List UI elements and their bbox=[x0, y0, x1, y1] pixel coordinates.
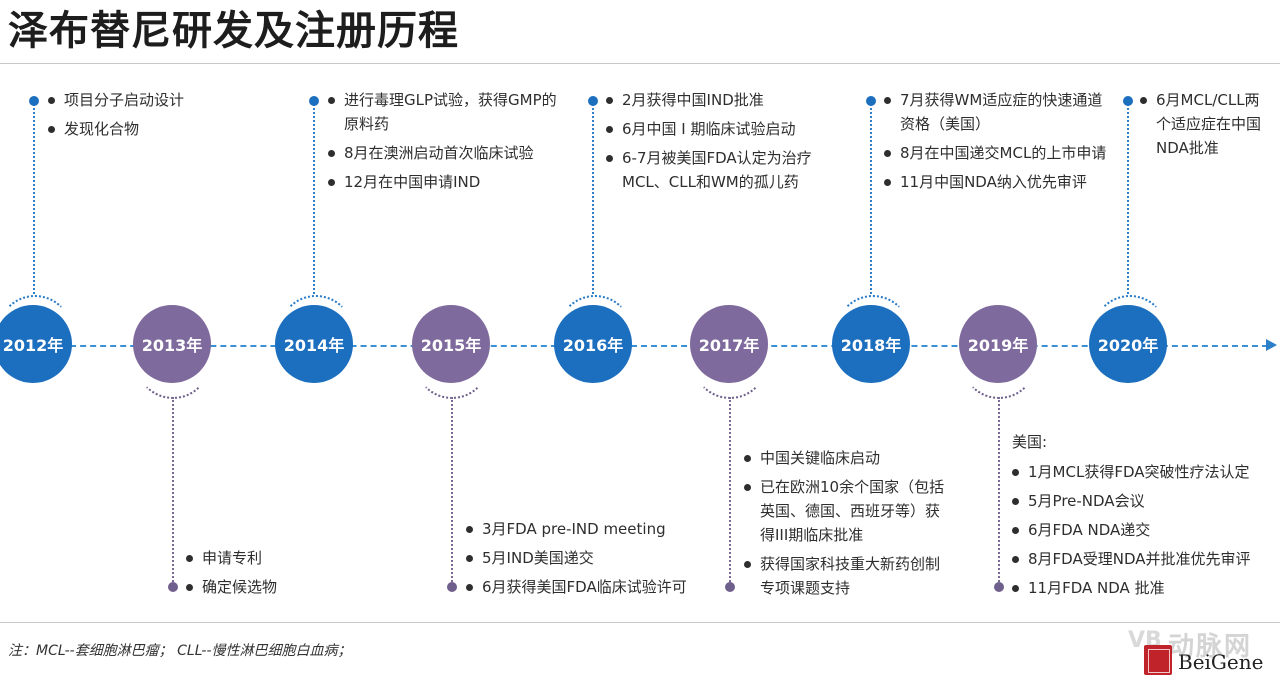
note-item: 8月在澳洲启动首次临床试验 bbox=[328, 141, 558, 165]
connector-line bbox=[1127, 104, 1129, 294]
footnote: 注：MCL--套细胞淋巴瘤； CLL--慢性淋巴细胞白血病； bbox=[8, 643, 352, 659]
year-node-2014: 2014年 bbox=[275, 305, 353, 383]
bottom-divider bbox=[0, 622, 1280, 623]
beigene-seal-icon bbox=[1144, 645, 1172, 675]
connector-line bbox=[313, 104, 315, 294]
note-item: 6月FDA NDA递交 bbox=[1012, 518, 1274, 542]
notes-2016: 2月获得中国IND批准 6月中国 I 期临床试验启动 6-7月被美国FDA认定为… bbox=[606, 88, 838, 199]
note-item: 5月Pre-NDA会议 bbox=[1012, 489, 1274, 513]
notes-2012: 项目分子启动设计 发现化合物 bbox=[48, 88, 218, 146]
connector-dot bbox=[725, 582, 735, 592]
notes-2017: 中国关键临床启动 已在欧洲10余个国家（包括英国、德国、西班牙等）获得III期临… bbox=[744, 446, 954, 605]
connector-dot bbox=[588, 96, 598, 106]
year-node-2018: 2018年 bbox=[832, 305, 910, 383]
year-node-2020: 2020年 bbox=[1089, 305, 1167, 383]
connector-dot bbox=[309, 96, 319, 106]
note-item: 项目分子启动设计 bbox=[48, 88, 218, 112]
year-node-2016: 2016年 bbox=[554, 305, 632, 383]
timeline-axis bbox=[0, 345, 1268, 347]
connector-dot bbox=[1123, 96, 1133, 106]
year-node-2013: 2013年 bbox=[133, 305, 211, 383]
node-arc bbox=[557, 295, 633, 371]
connector-line bbox=[998, 397, 1000, 585]
note-item: 进行毒理GLP试验，获得GMP的原料药 bbox=[328, 88, 558, 136]
node-arc bbox=[1092, 295, 1168, 371]
note-item: 获得国家科技重大新药创制专项课题支持 bbox=[744, 552, 954, 600]
note-item: 8月在中国递交MCL的上市申请 bbox=[884, 141, 1116, 165]
node-arc bbox=[0, 295, 73, 371]
note-item: 11月FDA NDA 批准 bbox=[1012, 576, 1274, 600]
note-item: 6月MCL/CLL两个适应症在中国NDA批准 bbox=[1140, 88, 1274, 160]
notes-2015: 3月FDA pre-IND meeting 5月IND美国递交 6月获得美国FD… bbox=[466, 517, 716, 604]
note-item: 确定候选物 bbox=[186, 575, 326, 599]
connector-line bbox=[172, 397, 174, 585]
note-item: 8月FDA受理NDA并批准优先审评 bbox=[1012, 547, 1274, 571]
connector-dot bbox=[447, 582, 457, 592]
top-divider bbox=[0, 63, 1280, 64]
note-item: 2月获得中国IND批准 bbox=[606, 88, 838, 112]
notes-2020: 6月MCL/CLL两个适应症在中国NDA批准 bbox=[1140, 88, 1274, 165]
year-node-2012: 2012年 bbox=[0, 305, 72, 383]
connector-line bbox=[33, 104, 35, 294]
connector-line bbox=[592, 104, 594, 294]
note-item: 6月获得美国FDA临床试验许可 bbox=[466, 575, 716, 599]
note-item: 发现化合物 bbox=[48, 117, 218, 141]
note-item: 已在欧洲10余个国家（包括英国、德国、西班牙等）获得III期临床批准 bbox=[744, 475, 954, 547]
watermark-text: 动脉网 bbox=[1168, 632, 1253, 662]
connector-line bbox=[870, 104, 872, 294]
notes-2019-heading: 美国: bbox=[1012, 433, 1048, 451]
note-item: 11月中国NDA纳入优先审评 bbox=[884, 170, 1116, 194]
arrow-right-icon bbox=[1266, 339, 1277, 351]
connector-dot bbox=[168, 582, 178, 592]
connector-line bbox=[451, 397, 453, 585]
year-node-2019: 2019年 bbox=[959, 305, 1037, 383]
notes-2013: 申请专利 确定候选物 bbox=[186, 546, 326, 604]
notes-2014: 进行毒理GLP试验，获得GMP的原料药 8月在澳洲启动首次临床试验 12月在中国… bbox=[328, 88, 558, 199]
note-item: 12月在中国申请IND bbox=[328, 170, 558, 194]
connector-dot bbox=[29, 96, 39, 106]
notes-2018: 7月获得WM适应症的快速通道资格（美国） 8月在中国递交MCL的上市申请 11月… bbox=[884, 88, 1116, 199]
note-item: 7月获得WM适应症的快速通道资格（美国） bbox=[884, 88, 1116, 136]
connector-dot bbox=[994, 582, 1004, 592]
note-item: 6月中国 I 期临床试验启动 bbox=[606, 117, 838, 141]
note-item: 6-7月被美国FDA认定为治疗MCL、CLL和WM的孤儿药 bbox=[606, 146, 838, 194]
note-item: 中国关键临床启动 bbox=[744, 446, 954, 470]
year-node-2015: 2015年 bbox=[412, 305, 490, 383]
note-item: 5月IND美国递交 bbox=[466, 546, 716, 570]
connector-dot bbox=[866, 96, 876, 106]
notes-2019: 美国: 1月MCL获得FDA突破性疗法认定 5月Pre-NDA会议 6月FDA … bbox=[1012, 430, 1274, 605]
note-item: 3月FDA pre-IND meeting bbox=[466, 517, 716, 541]
page-title: 泽布替尼研发及注册历程 bbox=[8, 8, 459, 54]
year-node-2017: 2017年 bbox=[690, 305, 768, 383]
brand-logo: BeiGene bbox=[1178, 650, 1264, 674]
note-item: 申请专利 bbox=[186, 546, 326, 570]
connector-line bbox=[729, 397, 731, 585]
node-arc bbox=[835, 295, 911, 371]
note-item: 1月MCL获得FDA突破性疗法认定 bbox=[1012, 460, 1274, 484]
node-arc bbox=[278, 295, 354, 371]
